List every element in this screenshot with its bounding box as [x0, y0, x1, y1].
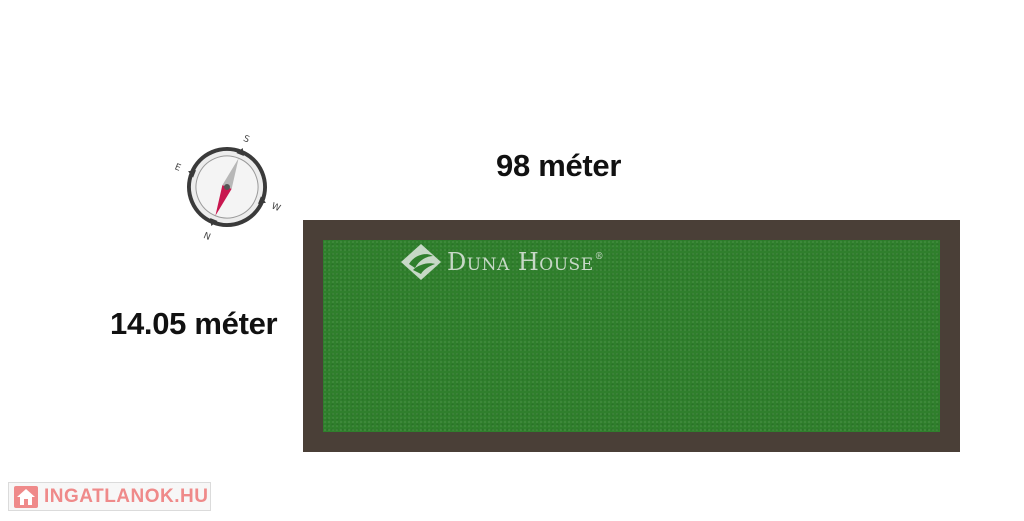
- house-icon: [14, 485, 38, 508]
- compass-letter-w: W: [270, 201, 282, 214]
- compass-letter-n: N: [202, 231, 212, 243]
- plot-lawn: [323, 240, 940, 432]
- watermark-registered: ®: [594, 252, 605, 262]
- compass-letter-s: S: [242, 134, 251, 146]
- compass-letter-e: E: [173, 162, 182, 174]
- width-dimension-label: 98 méter: [496, 148, 622, 183]
- compass-icon: S W N E: [168, 128, 286, 246]
- watermark-text: Duna House: [447, 248, 594, 276]
- site-badge-text: INGATLANOK.HU: [44, 485, 209, 507]
- duna-house-logo-icon: [401, 244, 441, 280]
- duna-house-watermark: Duna House®: [399, 242, 604, 282]
- height-dimension-label: 14.05 méter: [110, 306, 278, 341]
- ingatlanok-site-badge[interactable]: INGATLANOK.HU: [8, 482, 211, 511]
